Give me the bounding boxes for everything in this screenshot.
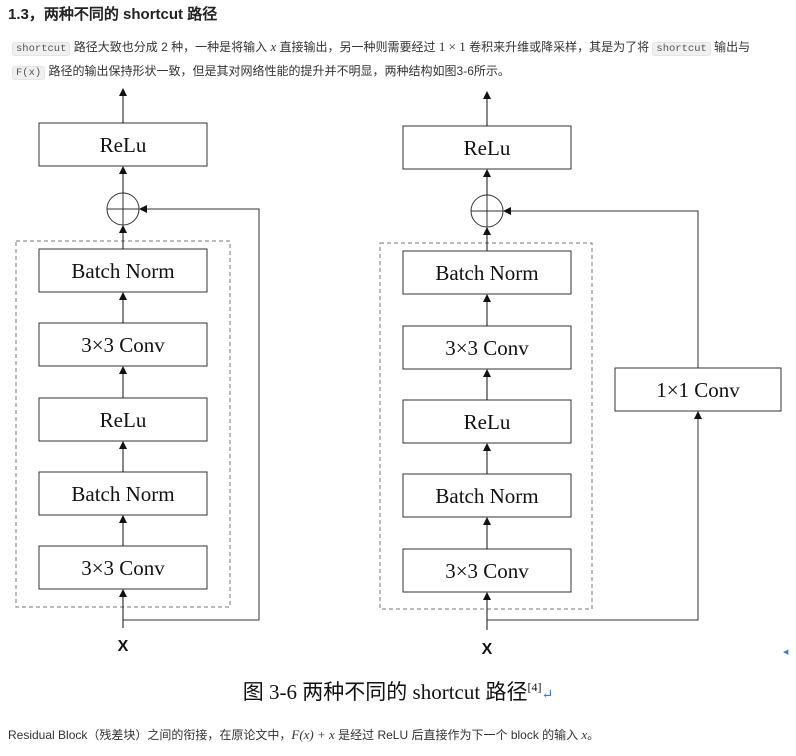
paragraph-text: 是经过 ReLU 后直接作为下一个 block 的输入 [334, 728, 582, 742]
relu-box [402, 399, 572, 444]
return-mark-icon: ↵ [541, 688, 554, 703]
conv3x3-box [38, 545, 208, 590]
figure-caption: 图 3-6 两种不同的 shortcut 路径[4]↵ [0, 676, 796, 706]
batchnorm-label: Batch Norm [71, 482, 174, 506]
paragraph-text: 卷积来升维或降采样，其是为了将 [465, 40, 653, 54]
paragraph-text: 。 [587, 728, 600, 742]
projection-shortcut-line [487, 411, 702, 621]
conv3x3-box [38, 322, 208, 367]
input-x-label: X [118, 638, 129, 655]
inline-math: F(x) + x [291, 727, 335, 742]
intro-paragraph: shortcut 路径大致也分成 2 种，一种是将输入 x 直接输出，另一种则需… [12, 36, 792, 84]
inline-code: shortcut [12, 42, 71, 56]
left-diagram: ReLu Batch Norm 3×3 Conv ReLu Batch Norm… [15, 88, 260, 655]
relu-label: ReLu [464, 136, 511, 160]
inline-code: F(x) [12, 66, 46, 80]
batchnorm-label: Batch Norm [435, 484, 538, 508]
paragraph-text: 输出与 [710, 40, 751, 54]
batchnorm-box [38, 248, 208, 293]
batchnorm-box [38, 471, 208, 516]
conv1x1-box [614, 367, 782, 412]
paragraph-text: 直接输出，另一种则需要经过 [276, 40, 439, 54]
conv1x1-label: 1×1 Conv [656, 378, 740, 402]
paragraph-text: Residual Block（残差块）之间的衔接，在原论文中， [8, 728, 292, 742]
paragraph-text: 路径大致也分成 2 种，一种是将输入 [70, 40, 271, 54]
conv3x3-label: 3×3 Conv [81, 556, 165, 580]
caret-icon: ◀ [783, 649, 789, 656]
conv3x3-label: 3×3 Conv [445, 559, 529, 583]
conv3x3-label: 3×3 Conv [445, 336, 529, 360]
paragraph-text: 路径的输出保持形状一致，但是其对网络性能的提升并不明显，两种结构如图3-6所示。 [45, 64, 510, 78]
projection-shortcut-line [503, 207, 699, 368]
section-heading: 1.3，两种不同的 shortcut 路径 [8, 6, 218, 23]
identity-shortcut-line [123, 205, 260, 621]
input-x-label: X [482, 641, 493, 658]
relu-label: ReLu [100, 133, 147, 157]
relu-box [38, 397, 208, 442]
relu-label: ReLu [100, 408, 147, 432]
caption-text: 图 3-6 两种不同的 shortcut 路径 [242, 680, 528, 704]
relu-box [38, 122, 208, 167]
circle-plus-icon [470, 194, 504, 228]
circle-plus-icon [106, 192, 140, 226]
batchnorm-label: Batch Norm [71, 259, 174, 283]
relu-label: ReLu [464, 410, 511, 434]
inline-math: 1 × 1 [438, 39, 466, 54]
inline-math: x [270, 39, 277, 54]
right-diagram: ReLu Batch Norm 3×3 Conv ReLu Batch Norm… [379, 91, 782, 658]
conv3x3-label: 3×3 Conv [81, 333, 165, 357]
caption-reference[interactable]: [4] [527, 680, 542, 694]
inline-code: shortcut [652, 42, 711, 56]
footer-paragraph: Residual Block（残差块）之间的衔接，在原论文中，F(x) + x … [8, 726, 599, 743]
conv3x3-box [402, 548, 572, 593]
inline-math: x [581, 727, 588, 742]
batchnorm-box [402, 473, 572, 518]
dashed-block-boundary [379, 242, 593, 610]
batchnorm-label: Batch Norm [435, 261, 538, 285]
